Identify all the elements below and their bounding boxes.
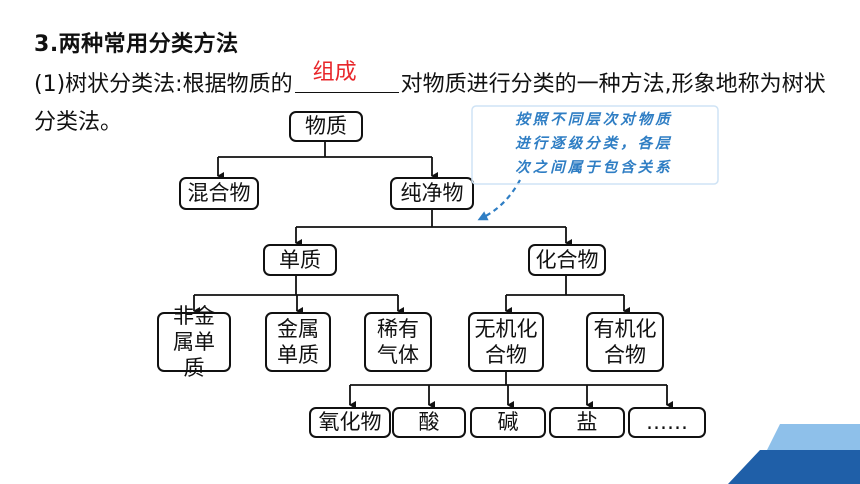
note-line: 进行逐级分类，各层 <box>515 136 673 152</box>
note-text: 按照不同层次对物质 进行逐级分类，各层 次之间属于包含关系 <box>478 108 710 180</box>
node-organic-compound: 有机化合物 <box>586 312 664 372</box>
node-metal-element: 金属单质 <box>265 312 331 372</box>
node-base: 碱 <box>470 407 546 438</box>
section-heading: 3.两种常用分类方法 <box>34 26 239 58</box>
answer-text: 组成 <box>312 60 357 85</box>
node-nonmetal-element-label: 非金属单质 <box>173 303 215 381</box>
node-noble-gas: 稀有气体 <box>364 312 432 372</box>
node-others: …… <box>628 407 706 438</box>
note-callout-box <box>471 105 719 185</box>
node-others-label: …… <box>646 410 688 435</box>
para-suffix: 对物质进行分类的一种方法,形象地称为树状分类法。 <box>34 72 826 135</box>
node-matter: 物质 <box>289 111 363 142</box>
node-oxide: 氧化物 <box>309 407 391 438</box>
definition-paragraph: (1)树状分类法:根据物质的组成对物质进行分类的一种方法,形象地称为树状分类法。 <box>34 60 834 142</box>
node-element-label: 单质 <box>279 247 321 272</box>
node-acid-label: 酸 <box>418 410 440 435</box>
node-mixture: 混合物 <box>179 177 259 210</box>
node-element: 单质 <box>263 244 337 276</box>
note-line: 按照不同层次对物质 <box>515 112 673 128</box>
node-mixture-label: 混合物 <box>187 181 251 206</box>
node-acid: 酸 <box>392 407 466 438</box>
node-organic-compound-label: 有机化合物 <box>593 316 657 367</box>
node-nonmetal-element: 非金属单质 <box>157 304 231 380</box>
corner-decoration <box>728 424 860 484</box>
node-pure-substance-label: 纯净物 <box>400 181 464 206</box>
node-inorganic-compound: 无机化合物 <box>468 312 544 372</box>
node-oxide-label: 氧化物 <box>318 410 382 435</box>
section-number: 3 <box>34 32 50 57</box>
node-inorganic-compound-label: 无机化合物 <box>474 316 538 367</box>
node-salt-label: 盐 <box>576 410 598 435</box>
node-pure-substance: 纯净物 <box>390 177 474 210</box>
node-compound: 化合物 <box>528 244 606 276</box>
answer-blank: 组成 <box>294 60 399 93</box>
node-matter-label: 物质 <box>305 114 347 139</box>
node-noble-gas-label: 稀有气体 <box>377 316 419 367</box>
node-compound-label: 化合物 <box>535 247 599 272</box>
para-prefix: (1)树状分类法:根据物质的 <box>34 72 293 97</box>
note-line: 次之间属于包含关系 <box>515 160 673 176</box>
node-metal-element-label: 金属单质 <box>277 316 319 367</box>
node-salt: 盐 <box>549 407 625 438</box>
node-base-label: 碱 <box>497 410 519 435</box>
section-title: .两种常用分类方法 <box>49 32 239 57</box>
